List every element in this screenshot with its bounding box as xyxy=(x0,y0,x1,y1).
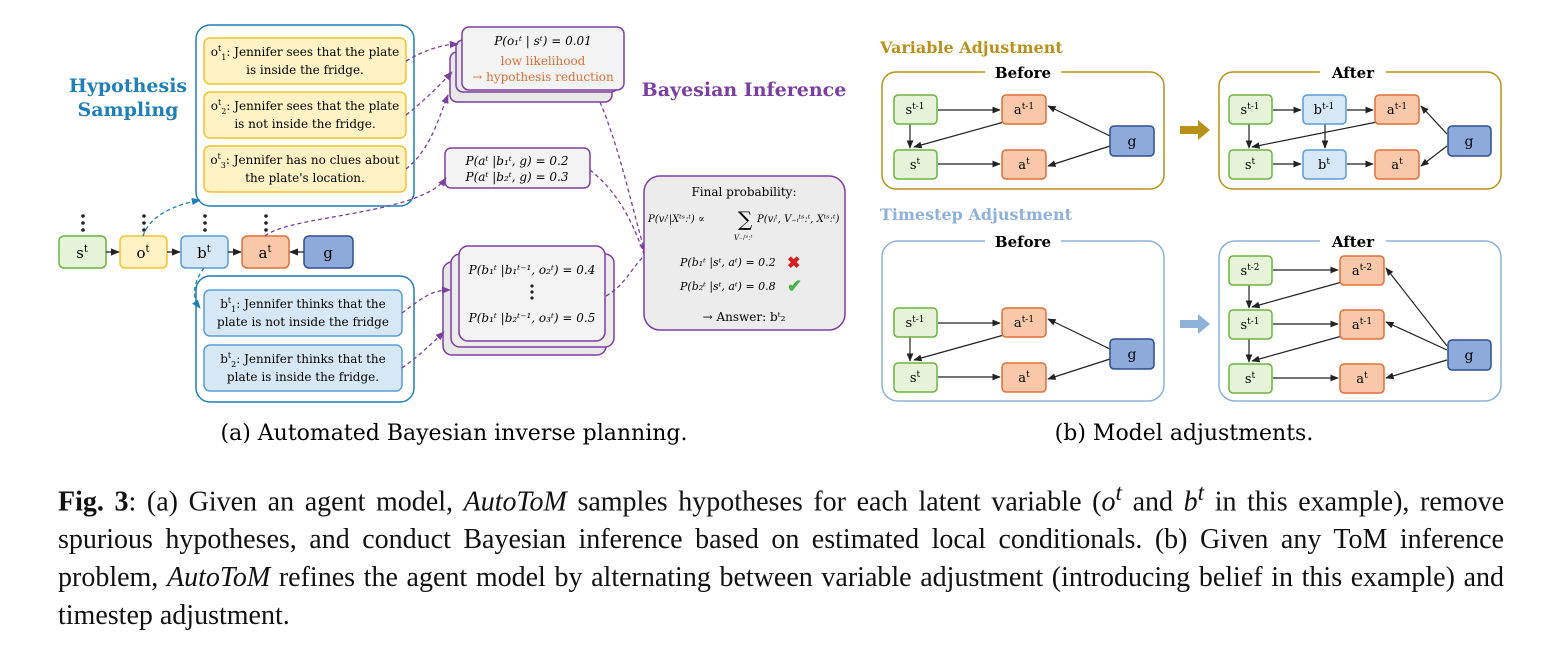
svg-text:bt-1: bt-1 xyxy=(1314,102,1335,118)
svg-text:g: g xyxy=(1465,348,1474,364)
belief-hypotheses-container xyxy=(195,275,415,403)
chain-ellipsis xyxy=(81,214,268,232)
hypothesis-to-prob-arrows xyxy=(264,40,647,369)
caption-a: (a) Automated Bayesian inverse planning. xyxy=(221,421,688,446)
svg-text:st: st xyxy=(1245,371,1256,387)
belief-prob-stack: P(b₁ᵗ |b₁ᵗ⁻¹, o₂ᵗ) = 0.4 P(b₁ᵗ |b₂ᵗ⁻¹, o… xyxy=(442,245,615,356)
svg-text:P(b₁ᵗ |b₁ᵗ⁻¹, o₂ᵗ) = 0.4: P(b₁ᵗ |b₁ᵗ⁻¹, o₂ᵗ) = 0.4 xyxy=(468,263,596,277)
svg-text:∑: ∑ xyxy=(738,207,753,231)
svg-text:After: After xyxy=(1331,233,1375,251)
chain-node-g: g xyxy=(303,235,354,269)
svg-text:st-2: st-2 xyxy=(1240,263,1259,279)
var-adjust-arrow xyxy=(1180,120,1210,140)
hypothesis-reduction-text: → hypothesis reduction xyxy=(472,70,614,84)
obs-prob-text: P(o₁ᵗ | sᵗ) = 0.01 xyxy=(493,34,592,48)
o-to-obs-arrow xyxy=(142,198,201,237)
svg-text:g: g xyxy=(323,244,333,262)
low-likelihood-text: low likelihood xyxy=(501,54,586,68)
svg-text:st: st xyxy=(76,244,88,262)
svg-text:at-1: at-1 xyxy=(1387,102,1407,118)
obs-hypothesis-3: ot3: Jennifer has no clues about the pla… xyxy=(203,145,407,193)
var-before-panel: Before st-1 at-1 st at g xyxy=(881,63,1165,190)
time-adjust-arrow xyxy=(1180,314,1210,334)
svg-text:g: g xyxy=(1128,347,1137,363)
time-after-panel: After st-2 at-2 st-1 at-1 st xyxy=(1218,232,1502,402)
svg-text:at-2: at-2 xyxy=(1352,263,1372,279)
svg-text:at: at xyxy=(1018,157,1030,173)
timestep-adjustment-title: Timestep Adjustment xyxy=(880,205,1073,224)
svg-text:P(aᵗ |b₂ᵗ, g) = 0.3: P(aᵗ |b₂ᵗ, g) = 0.3 xyxy=(465,170,569,184)
figure-label: Fig. 3 xyxy=(58,486,129,518)
final-answer: → Answer: bᵗ₂ xyxy=(703,310,786,324)
svg-text:After: After xyxy=(1331,64,1375,82)
variable-adjustment-title: Variable Adjustment xyxy=(879,38,1063,57)
svg-text:P(vᵢᵗ, V₋ᵢᵗˢːᵗ, Xᵗˢːᵗ): P(vᵢᵗ, V₋ᵢᵗˢːᵗ, Xᵗˢːᵗ) xyxy=(756,214,839,225)
svg-text:st-1: st-1 xyxy=(1240,102,1259,118)
final-probability-box: Final probability: P(vᵢᵗ|Xᵗˢːᵗ) ∝ ∑ V₋ᵢᵗ… xyxy=(643,175,846,331)
chain-node-o: ot xyxy=(119,235,168,269)
obs-hypotheses-container xyxy=(195,24,415,207)
chain-node-a: at xyxy=(241,235,290,269)
figure-canvas: Hypothesis Sampling ot1: Jennifer sees t… xyxy=(58,24,1502,446)
svg-text:P(b₂ᵗ |sᵗ, aᵗ) = 0.8: P(b₂ᵗ |sᵗ, aᵗ) = 0.8 xyxy=(679,280,776,294)
bayesian-inference-title: Bayesian Inference xyxy=(642,79,847,101)
svg-text:P(vᵢᵗ|Xᵗˢːᵗ) ∝: P(vᵢᵗ|Xᵗˢːᵗ) ∝ xyxy=(647,214,705,225)
svg-text:at-1: at-1 xyxy=(1014,315,1034,331)
figure-caption: Fig. 3: (a) Given an agent model, AutoTo… xyxy=(58,480,1505,632)
part-b: Variable Adjustment Timestep Adjustment … xyxy=(879,38,1502,446)
b-to-belief-arrow xyxy=(192,267,205,309)
svg-text:P(aᵗ |b₁ᵗ, g) = 0.2: P(aᵗ |b₁ᵗ, g) = 0.2 xyxy=(465,154,569,168)
svg-text:bt1: Jennifer thinks that the: bt1: Jennifer thinks that the xyxy=(220,296,386,314)
svg-text:g: g xyxy=(1128,134,1137,150)
svg-text:P(b₁ᵗ |b₂ᵗ⁻¹, o₃ᵗ) = 0.5: P(b₁ᵗ |b₂ᵗ⁻¹, o₃ᵗ) = 0.5 xyxy=(468,311,596,325)
svg-text:st-1: st-1 xyxy=(1240,317,1259,333)
check-icon: ✔ xyxy=(787,276,802,297)
svg-text:plate is not inside the fridge: plate is not inside the fridge xyxy=(217,315,389,329)
svg-text:bt: bt xyxy=(197,244,211,262)
svg-text:at: at xyxy=(1356,371,1368,387)
final-prob-title: Final probability: xyxy=(691,185,796,199)
svg-text:st: st xyxy=(910,157,921,173)
hypothesis-sampling-title-2: Sampling xyxy=(78,99,179,121)
obs-hypothesis-2: ot2: Jennifer sees that the plate is not… xyxy=(203,91,407,139)
chain-node-s: st xyxy=(58,235,107,269)
hypothesis-sampling-title-1: Hypothesis xyxy=(69,75,187,97)
belief-hypothesis-2: bt2: Jennifer thinks that the plate is i… xyxy=(203,344,403,392)
svg-text:ot2: Jennifer sees that the pl: ot2: Jennifer sees that the plate xyxy=(211,98,399,116)
chain-node-b: bt xyxy=(180,235,229,269)
svg-text:st-1: st-1 xyxy=(905,315,924,331)
svg-text:ot3: Jennifer has no clues abo: ot3: Jennifer has no clues about xyxy=(210,152,399,170)
svg-text:st: st xyxy=(910,370,921,386)
svg-text:bt: bt xyxy=(1318,157,1330,173)
var-after-panel: After st-1 bt-1 at-1 st bt xyxy=(1218,63,1502,190)
svg-text:plate is inside the fridge.: plate is inside the fridge. xyxy=(227,370,379,384)
obs-hypothesis-1: ot1: Jennifer sees that the plate is ins… xyxy=(203,37,407,85)
action-prob-box: P(aᵗ |b₁ᵗ, g) = 0.2 P(aᵗ |b₂ᵗ, g) = 0.3 xyxy=(444,147,591,189)
svg-text:at: at xyxy=(1018,370,1030,386)
svg-text:ot1: Jennifer sees that the pl: ot1: Jennifer sees that the plate xyxy=(211,44,399,62)
svg-text:P(b₁ᵗ |sᵗ, aᵗ) = 0.2: P(b₁ᵗ |sᵗ, aᵗ) = 0.2 xyxy=(679,256,776,270)
svg-text:at-1: at-1 xyxy=(1352,317,1372,333)
cross-icon: ✖ xyxy=(787,253,800,272)
svg-text:g: g xyxy=(1465,134,1474,150)
svg-text:is inside the fridge.: is inside the fridge. xyxy=(246,63,364,77)
svg-text:st-1: st-1 xyxy=(905,102,924,118)
time-before-panel: Before st-1 at-1 st at g xyxy=(881,232,1165,402)
svg-text:Before: Before xyxy=(995,64,1051,82)
svg-text:st: st xyxy=(1245,157,1256,173)
svg-text:Before: Before xyxy=(995,233,1051,251)
part-a: Hypothesis Sampling ot1: Jennifer sees t… xyxy=(58,24,847,446)
svg-text:at: at xyxy=(259,244,272,262)
svg-text:V₋ᵢᵗˢːᵗ: V₋ᵢᵗˢːᵗ xyxy=(734,234,753,242)
obs-prob-stack: P(o₁ᵗ | sᵗ) = 0.01 low likelihood → hypo… xyxy=(449,26,625,103)
svg-text:the plate's location.: the plate's location. xyxy=(245,171,365,185)
svg-text:at: at xyxy=(1391,157,1403,173)
svg-text:bt2: Jennifer thinks that the: bt2: Jennifer thinks that the xyxy=(220,351,386,369)
svg-text:at-1: at-1 xyxy=(1014,102,1034,118)
svg-text:is not inside the fridge.: is not inside the fridge. xyxy=(234,117,375,131)
caption-b: (b) Model adjustments. xyxy=(1055,421,1314,446)
belief-hypothesis-1: bt1: Jennifer thinks that the plate is n… xyxy=(203,289,403,337)
svg-text:ot: ot xyxy=(136,244,149,262)
